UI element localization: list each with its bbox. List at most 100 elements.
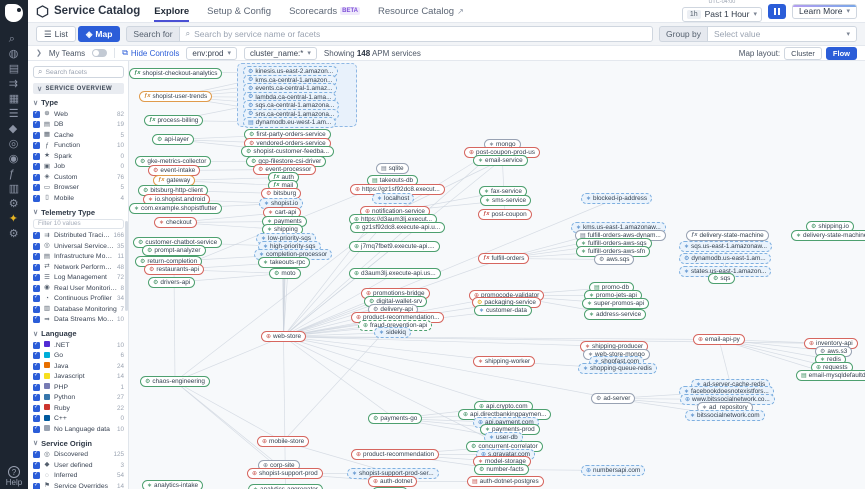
checkbox[interactable] [33,110,40,118]
facet-item-universal-service-moni-[interactable]: ◎Universal Service Moni...35 [33,241,124,252]
checkbox[interactable] [33,341,40,349]
map-node-adp[interactable]: ▤auth-dotnet-postgres [467,476,544,488]
checkbox[interactable] [33,162,40,171]
map-node-sqs2[interactable]: ⚙sqs [708,273,736,285]
checkbox[interactable] [33,131,40,139]
map-node-trpc[interactable]: ∗takeouts-rpc [258,257,311,269]
security-icon[interactable]: ◆ [8,123,18,135]
map-node-j7[interactable]: ⊕j7mq7fbet9.execute-api.... [349,241,440,253]
tab-setup-config[interactable]: Setup & Config [207,0,271,22]
cluster-layout-button[interactable]: Cluster [784,46,822,60]
checkbox[interactable] [33,450,40,459]
map-node-sms[interactable]: ∗sms-service [480,195,532,207]
serverless-icon[interactable]: ƒ [8,168,15,180]
checkbox[interactable] [33,425,40,433]
cluster-filter-dropdown[interactable]: cluster_name:* ▾ [244,46,317,60]
checkbox[interactable] [33,231,40,240]
tab-explore[interactable]: Explore [154,0,189,22]
map-node-ms[interactable]: ⊕mobile-store [257,436,310,448]
map-node-pgo[interactable]: ⚙payments-go [368,413,423,425]
map-node-dynu[interactable]: ⚙dynamodb.us-east-1.am... [679,253,771,265]
metrics-icon[interactable]: ▤ [8,63,20,75]
map-node-nf[interactable]: ⚙number-facts [474,464,529,476]
checkbox[interactable] [33,263,40,271]
map-node-dapi[interactable]: ⚙drivers-api [148,277,196,289]
facet-section-header[interactable]: ∨Service Origin [33,439,124,448]
checkbox[interactable] [33,351,40,360]
checkbox[interactable] [33,471,40,480]
checkbox[interactable] [33,152,40,160]
map-node-ssp[interactable]: ⊕shopist-support-prod [247,468,323,480]
pause-button[interactable] [768,3,787,19]
checkbox[interactable] [33,120,40,129]
map-node-numapi[interactable]: ⊕numbersapi.com [581,465,646,477]
env-filter-dropdown[interactable]: env:prod ▾ [186,46,238,60]
watchdog-icon[interactable]: ◍ [8,48,19,60]
checkbox[interactable] [33,393,40,402]
integrations-icon[interactable]: ⚙ [8,198,19,210]
map-node-aa[interactable]: ∗analytics-aggregator [248,484,323,489]
map-node-ws[interactable]: ⊕web-store [261,331,307,343]
map-node-bip[interactable]: ∗blocked-ip-address [581,193,653,205]
search-icon[interactable]: ⌕ [8,33,15,45]
facet-search-input[interactable]: ⌕ Search facets [33,66,124,78]
logs-icon[interactable]: ☰ [8,108,19,120]
checkbox[interactable] [33,315,40,324]
checkbox[interactable] [33,252,40,261]
checkbox[interactable] [33,294,40,303]
facet-scrollbar[interactable] [125,221,128,311]
checkbox[interactable] [33,173,40,181]
settings-icon[interactable]: ⚙ [8,228,19,240]
checkbox[interactable] [33,273,40,282]
my-teams-toggle[interactable] [92,49,108,57]
map-node-moto[interactable]: ⚙moto [269,268,301,280]
map-node-cef[interactable]: ∗com.example.shopistflutter [129,203,223,215]
map-node-bsn[interactable]: ∗bitssocialnetwork.com [685,410,765,422]
checkbox[interactable] [33,242,40,250]
facet-item-go[interactable]: Go6 [33,351,124,362]
facet-item-data-streams-monitori-[interactable]: ⇛Data Streams Monitori...10 [33,315,124,326]
synthetics-icon[interactable]: ◎ [8,138,19,150]
map-node-lh[interactable]: ∗localhost [372,193,415,205]
checkbox[interactable] [33,414,40,423]
checkbox[interactable] [33,194,40,202]
map-view-button[interactable]: ◈ Map [77,26,121,42]
tab-resource-catalog[interactable]: Resource Catalog↗ [378,0,464,22]
facet-section-header[interactable]: ∨Type [33,98,124,107]
map-node-dyneu[interactable]: ▤dynamodb.eu-west-1.am... [243,117,337,129]
service-overview-header[interactable]: ∨ SERVICE OVERVIEW [33,83,124,94]
traces-icon[interactable]: ⇉ [8,78,19,90]
checkbox[interactable] [33,404,40,412]
map-node-apil[interactable]: ⚙api-layer [152,134,194,146]
map-node-d3[interactable]: ⊕d3aum3lj.execute-api.us... [349,268,441,280]
map-node-sk[interactable]: ∗sidekiq [374,327,411,339]
map-node-cd[interactable]: ∗customer-data [474,305,532,317]
map-node-pa[interactable]: ⚙prompt-analyzer [142,245,206,257]
